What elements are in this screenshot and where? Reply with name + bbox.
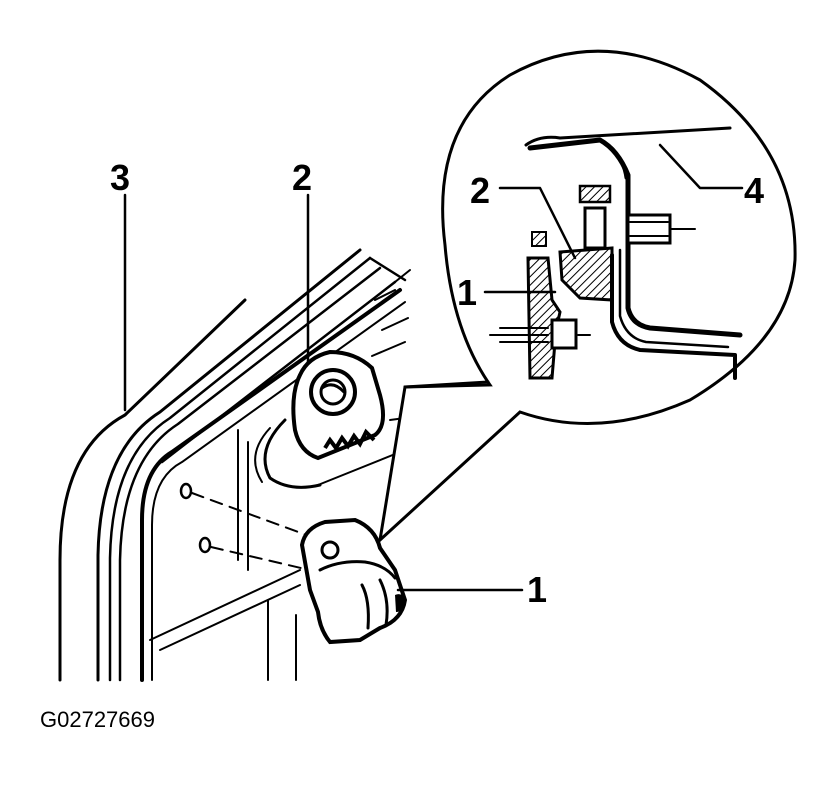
lower-hinge-part-1 xyxy=(299,517,408,645)
leader-lines xyxy=(123,143,744,592)
callout-1-detail: 1 xyxy=(457,272,477,313)
callout-1-main: 1 xyxy=(527,569,547,610)
detail-cross-section xyxy=(489,126,743,380)
door-frame xyxy=(58,248,466,682)
mounting-holes xyxy=(179,482,321,573)
callout-3: 3 xyxy=(110,157,130,198)
figure-id: G02727669 xyxy=(40,707,155,732)
upper-hinge-part-2 xyxy=(291,349,386,461)
callout-2-main: 2 xyxy=(292,157,312,198)
callout-labels: 3 2 1 2 1 4 xyxy=(110,157,764,610)
callout-2-detail: 2 xyxy=(470,170,490,211)
callout-4-detail: 4 xyxy=(744,170,764,211)
